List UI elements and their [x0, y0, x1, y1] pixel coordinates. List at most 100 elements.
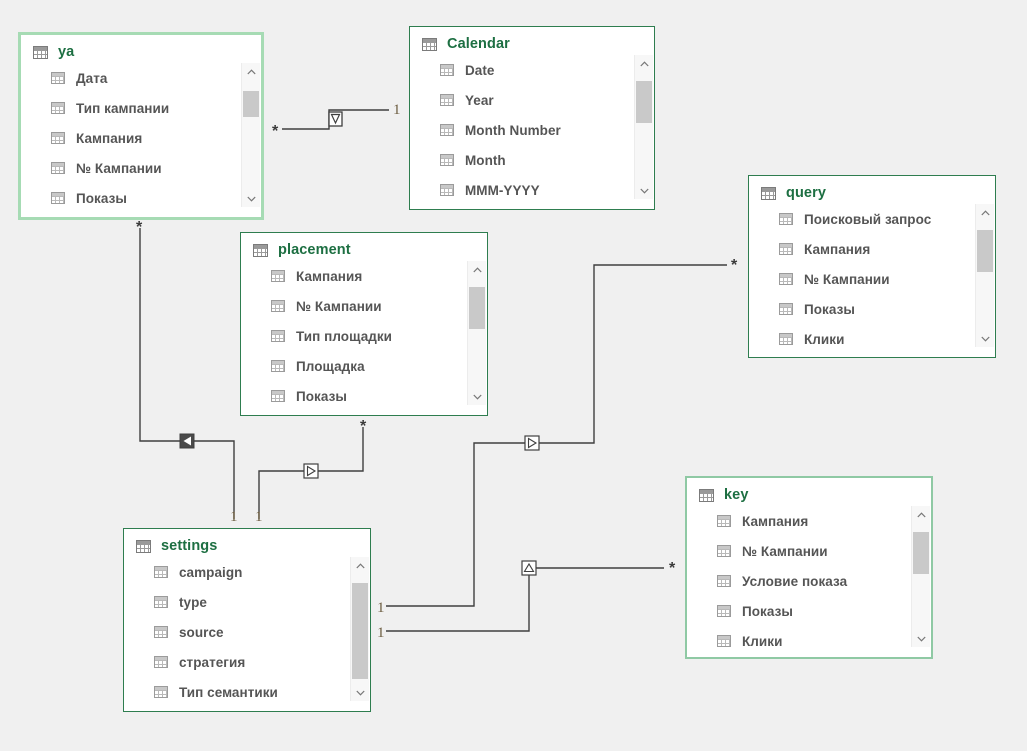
field-row[interactable]: Тип площадки: [271, 321, 467, 351]
field-row[interactable]: campaign: [154, 557, 350, 587]
field-grid-icon: [271, 300, 285, 312]
crossfilter-arrow-up-icon: [521, 560, 537, 576]
field-row[interactable]: Показы: [717, 596, 911, 626]
field-row[interactable]: Дата: [51, 63, 241, 93]
scroll-thumb[interactable]: [636, 81, 652, 123]
field-grid-icon: [717, 635, 731, 647]
field-scrollbar-key[interactable]: [911, 506, 930, 647]
field-label: Year: [465, 92, 494, 108]
field-row[interactable]: Кампания: [779, 234, 975, 264]
field-label: № Кампании: [742, 543, 828, 559]
scroll-down-icon[interactable]: [976, 330, 994, 347]
table-grid-icon: [33, 45, 48, 59]
field-row[interactable]: Month: [440, 145, 634, 175]
field-grid-icon: [271, 390, 285, 402]
field-row[interactable]: стратегия: [154, 647, 350, 677]
field-row[interactable]: № Кампании: [271, 291, 467, 321]
table-header-ya[interactable]: ya: [21, 35, 261, 63]
field-row[interactable]: MMM-YYYY: [440, 175, 634, 199]
field-label: Показы: [804, 301, 855, 317]
scroll-thumb[interactable]: [913, 532, 929, 574]
field-row[interactable]: Тип кампании: [51, 93, 241, 123]
field-row[interactable]: Date: [440, 55, 634, 85]
scroll-down-icon[interactable]: [912, 630, 930, 647]
scroll-up-icon[interactable]: [976, 204, 994, 221]
table-title-calendar: Calendar: [447, 36, 510, 52]
table-title-settings: settings: [161, 538, 218, 554]
scroll-thumb[interactable]: [352, 583, 368, 679]
field-row[interactable]: source: [154, 617, 350, 647]
scroll-thumb[interactable]: [977, 230, 993, 272]
table-grid-icon: [136, 539, 151, 553]
field-label: Тип площадки: [296, 328, 393, 344]
field-row[interactable]: Клики: [779, 324, 975, 347]
crossfilter-arrow-right-icon-2: [524, 435, 540, 451]
scroll-thumb[interactable]: [469, 287, 485, 329]
field-label: source: [179, 624, 224, 640]
field-label: Поисковый запрос: [804, 211, 932, 227]
scroll-up-icon[interactable]: [351, 557, 369, 574]
field-scrollbar-placement[interactable]: [467, 261, 486, 405]
field-scrollbar-query[interactable]: [975, 204, 994, 347]
field-row[interactable]: № Кампании: [51, 153, 241, 183]
field-row[interactable]: Year: [440, 85, 634, 115]
field-grid-icon: [51, 192, 65, 204]
field-row[interactable]: Кампания: [51, 123, 241, 153]
field-row[interactable]: Условие показа: [717, 566, 911, 596]
field-row[interactable]: Тип семантики: [154, 677, 350, 701]
scroll-up-icon[interactable]: [468, 261, 486, 278]
scroll-thumb[interactable]: [243, 91, 259, 117]
table-header-query[interactable]: query: [749, 176, 995, 204]
field-row[interactable]: Клики: [717, 626, 911, 647]
field-row[interactable]: № Кампании: [717, 536, 911, 566]
scroll-down-icon[interactable]: [351, 684, 369, 701]
scroll-down-icon[interactable]: [468, 388, 486, 405]
table-header-key[interactable]: key: [687, 478, 931, 506]
field-scrollbar-settings[interactable]: [350, 557, 369, 701]
field-label: Month: [465, 152, 506, 168]
field-row[interactable]: Кампания: [271, 261, 467, 291]
field-row[interactable]: № Кампании: [779, 264, 975, 294]
field-grid-icon: [51, 132, 65, 144]
field-label: type: [179, 594, 207, 610]
scroll-down-icon[interactable]: [242, 190, 260, 207]
scroll-up-icon[interactable]: [635, 55, 653, 72]
scroll-up-icon[interactable]: [242, 63, 260, 80]
field-grid-icon: [271, 360, 285, 372]
field-grid-icon: [440, 94, 454, 106]
scroll-up-icon[interactable]: [912, 506, 930, 523]
field-row[interactable]: Month Number: [440, 115, 634, 145]
field-row[interactable]: Показы: [779, 294, 975, 324]
field-row[interactable]: type: [154, 587, 350, 617]
cardinality-m-key-star: *: [669, 560, 676, 577]
table-title-placement: placement: [278, 242, 351, 258]
field-row[interactable]: Показы: [271, 381, 467, 405]
field-label: campaign: [179, 564, 243, 580]
table-header-placement[interactable]: placement: [241, 233, 487, 261]
field-scrollbar-calendar[interactable]: [634, 55, 653, 199]
field-label: Кампания: [296, 268, 363, 284]
scroll-down-icon[interactable]: [635, 182, 653, 199]
field-row[interactable]: Площадка: [271, 351, 467, 381]
field-row[interactable]: Поисковый запрос: [779, 204, 975, 234]
table-header-calendar[interactable]: Calendar: [410, 27, 654, 55]
field-grid-icon: [154, 566, 168, 578]
table-header-settings[interactable]: settings: [124, 529, 370, 557]
field-row[interactable]: Показы: [51, 183, 241, 207]
field-grid-icon: [717, 575, 731, 587]
field-scrollbar-ya[interactable]: [241, 63, 260, 207]
field-row[interactable]: Кампания: [717, 506, 911, 536]
cardinality-m-ya-star: *: [272, 123, 279, 140]
field-label: стратегия: [179, 654, 246, 670]
